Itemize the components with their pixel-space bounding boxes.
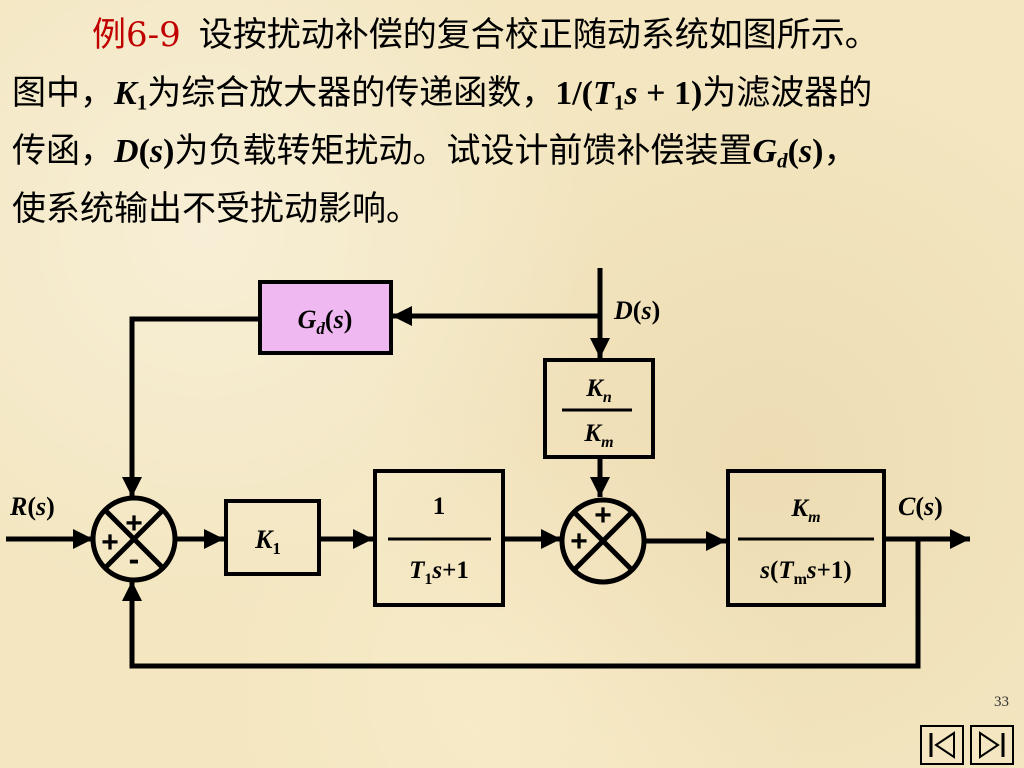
svg-text:Kn: Kn bbox=[585, 375, 612, 406]
compensator-block: Gd(s) bbox=[258, 280, 393, 355]
amplifier-block: K1 bbox=[224, 499, 321, 576]
plant-block: Km s(Tms+1) bbox=[726, 469, 886, 607]
text-segment: 为综合放大器的传递函数， bbox=[147, 73, 556, 113]
svg-text:T1s+1: T1s+1 bbox=[409, 557, 469, 588]
text-segment: 为负载转矩扰动。试设计前馈补偿装置 bbox=[174, 131, 753, 171]
svg-text:Km: Km bbox=[583, 420, 613, 451]
previous-slide-button[interactable] bbox=[920, 725, 964, 765]
next-slide-button[interactable] bbox=[970, 725, 1014, 765]
problem-line-4: 使系统输出不受扰动影响。 bbox=[12, 189, 420, 229]
previous-icon bbox=[920, 725, 964, 765]
svg-text:s(Tms+1): s(Tms+1) bbox=[759, 557, 851, 588]
svg-text:Km: Km bbox=[790, 495, 820, 526]
filter-block: 1 T1s+1 bbox=[373, 469, 505, 607]
junction1-top-sign: + bbox=[125, 507, 143, 540]
junction2-left-sign: + bbox=[570, 525, 588, 558]
disturbance-symbol: D(s) bbox=[114, 133, 175, 170]
junction1-bottom-sign: - bbox=[129, 541, 140, 577]
filter-tf: 1/(T1s + 1) bbox=[555, 75, 703, 115]
text-segment: 图中， bbox=[12, 73, 114, 113]
compensator-to-junction1 bbox=[122, 316, 260, 497]
compensator-symbol: Gd(s) bbox=[752, 133, 824, 173]
svg-text:Gd(s): Gd(s) bbox=[298, 305, 353, 338]
svg-text:K1: K1 bbox=[254, 525, 281, 558]
summing-junction-1: + + - bbox=[90, 495, 178, 583]
summing-junction-2: + + bbox=[559, 497, 647, 585]
problem-line-2: 图中，K1为综合放大器的传递函数，1/(T1s + 1)为滤波器的 bbox=[12, 64, 1017, 122]
disturbance-label: D(s) bbox=[613, 296, 660, 325]
input-label: R(s) bbox=[9, 492, 55, 521]
text-segment: 传函， bbox=[12, 131, 114, 171]
junction2-top-sign: + bbox=[594, 499, 612, 532]
problem-line-3: 传函，D(s)为负载转矩扰动。试设计前馈补偿装置Gd(s)， bbox=[12, 122, 1017, 180]
next-icon bbox=[970, 725, 1014, 765]
feedback-path bbox=[122, 539, 921, 669]
text-segment: 为滤波器的 bbox=[702, 73, 873, 113]
k1-symbol: K1 bbox=[114, 75, 148, 115]
output-label: C(s) bbox=[898, 492, 943, 521]
problem-line-1: 例6-9 设按扰动补偿的复合校正随动系统如图所示。 bbox=[12, 6, 1017, 64]
svg-text:1: 1 bbox=[433, 493, 446, 520]
junction1-left-sign: + bbox=[101, 526, 119, 559]
problem-text: 例6-9 设按扰动补偿的复合校正随动系统如图所示。 图中，K1为综合放大器的传递函… bbox=[12, 6, 1017, 238]
disturbance-gain-block: Kn Km bbox=[543, 358, 655, 459]
signal-lines bbox=[6, 268, 970, 669]
example-title: 例6-9 bbox=[92, 15, 181, 55]
page-number: 33 bbox=[994, 694, 1009, 710]
problem-line-1-text: 设按扰动补偿的复合校正随动系统如图所示。 bbox=[198, 15, 879, 55]
text-segment: ， bbox=[823, 131, 858, 171]
